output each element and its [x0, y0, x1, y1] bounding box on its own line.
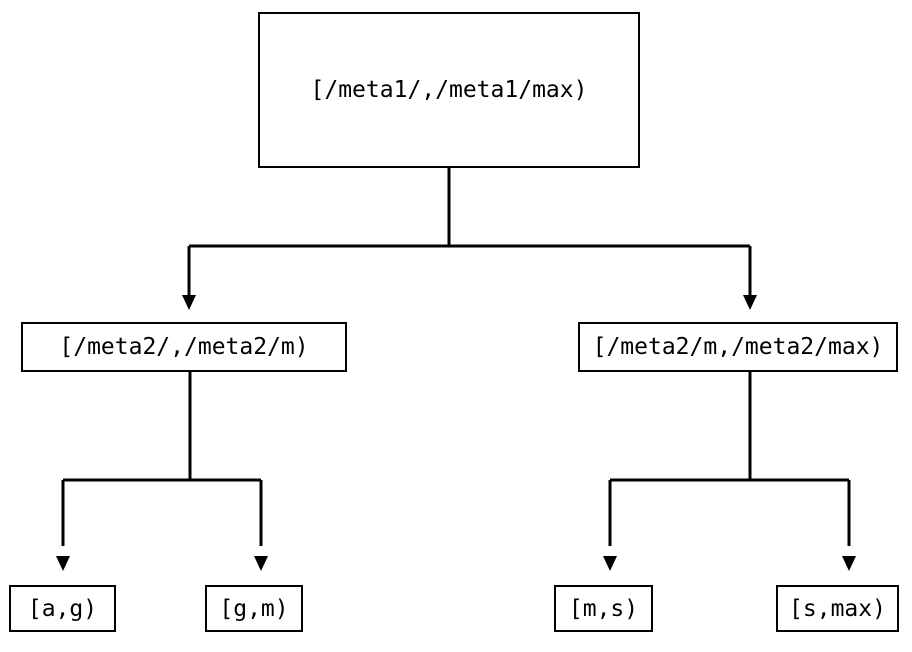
arrowhead-to-leaf-ag: [56, 556, 70, 571]
tree-node-leaf-g-m-label: [g,m): [219, 595, 289, 622]
tree-node-mid-right[interactable]: [/meta2/m,/meta2/max): [578, 322, 898, 372]
tree-node-leaf-s-max[interactable]: [s,max): [776, 585, 899, 632]
arrowhead-to-leaf-ms: [603, 556, 617, 571]
arrowhead-to-leaf-gm: [254, 556, 268, 571]
tree-node-leaf-m-s-label: [m,s): [568, 595, 639, 622]
tree-node-leaf-a-g[interactable]: [a,g): [9, 585, 116, 632]
tree-node-leaf-m-s[interactable]: [m,s): [554, 585, 653, 632]
tree-node-leaf-a-g-label: [a,g): [27, 595, 98, 622]
tree-node-leaf-g-m[interactable]: [g,m): [205, 585, 303, 632]
arrowhead-to-leaf-smax: [842, 556, 856, 571]
tree-node-mid-left[interactable]: [/meta2/,/meta2/m): [21, 322, 347, 372]
tree-node-leaf-s-max-label: [s,max): [789, 595, 886, 622]
tree-node-root[interactable]: [/meta1/,/meta1/max): [258, 12, 640, 168]
tree-node-mid-right-label: [/meta2/m,/meta2/max): [592, 334, 884, 360]
tree-node-root-label: [/meta1/,/meta1/max): [310, 77, 588, 103]
tree-node-mid-left-label: [/meta2/,/meta2/m): [59, 334, 309, 360]
arrowhead-to-mid-left: [182, 295, 196, 310]
arrowhead-to-mid-right: [743, 295, 757, 310]
